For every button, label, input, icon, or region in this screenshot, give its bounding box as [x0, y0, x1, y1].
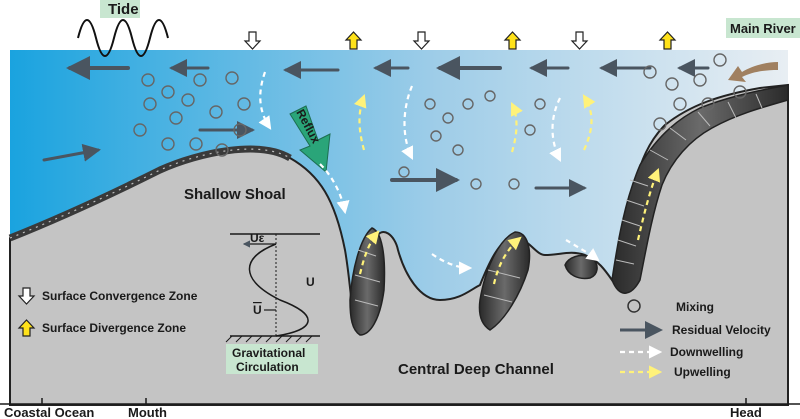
- convergence-markers: [243, 31, 589, 50]
- divergence-marker-3: [658, 31, 677, 50]
- mixing-swirl-icon: [534, 98, 546, 110]
- tide-label-box: [100, 0, 140, 18]
- mixing-swirl-icon: [141, 73, 155, 87]
- axis-label-head: Head: [730, 405, 762, 419]
- downwelling-arrow: [401, 85, 414, 160]
- mixing-legend-icon: [627, 299, 641, 313]
- upwelling-arrows: [353, 93, 661, 285]
- downwelling-arrow: [258, 71, 272, 130]
- residual-arrow: [42, 143, 101, 162]
- mixing-swirl-icon: [424, 98, 436, 110]
- divergence-marker-2: [503, 31, 522, 50]
- mixing-swirl-icon: [643, 65, 657, 79]
- inset-u-label: U: [306, 275, 315, 289]
- tide-wave-icon: [77, 19, 169, 57]
- mixing-swirl-icon: [733, 85, 747, 99]
- convergence-marker-2: [412, 31, 431, 50]
- divergence-legend-icon: [17, 319, 36, 337]
- downwelling-arrow: [319, 163, 350, 215]
- axis-label-mouth: Mouth: [128, 405, 167, 419]
- main-river-label-box: [726, 18, 800, 38]
- shoal-rim: [8, 145, 292, 242]
- mixing-swirl-icon: [181, 93, 195, 107]
- mixing-swirl-icon: [237, 97, 251, 111]
- mixing-swirl-icon: [693, 73, 707, 87]
- main-river-label: Main River: [730, 21, 796, 36]
- ridge-2: [478, 231, 531, 331]
- tide-label: Tide: [108, 1, 139, 18]
- inset-caption-line1: Gravitational: [232, 346, 305, 360]
- mixing-swirl-icon: [462, 98, 474, 110]
- mixing-swirl-icon: [524, 124, 536, 136]
- river-inflow-arrow: [728, 62, 778, 82]
- mixing-swirl-icon: [430, 130, 442, 142]
- mixing-swirl-icon: [209, 105, 223, 119]
- gravitational-circulation-inset: [225, 233, 320, 343]
- mixing-swirl-icon: [713, 53, 727, 67]
- mixing-swirl-icon: [470, 178, 482, 190]
- mixing-swirl-icon: [653, 117, 667, 131]
- convergence-legend-icon: [17, 287, 36, 305]
- mixing-swirl-icon: [233, 123, 247, 137]
- mixing-swirl-icon: [169, 111, 183, 125]
- mixing-swirl-icon: [484, 90, 496, 102]
- central-deep-channel-label: Central Deep Channel: [398, 361, 554, 378]
- upwelling-arrow: [636, 167, 661, 241]
- mixing-swirl-icon: [508, 178, 520, 190]
- mixing-swirl-icon: [143, 97, 157, 111]
- ridge-head: [611, 84, 789, 294]
- mixing-swirl-icon: [673, 97, 687, 111]
- mixing-swirl-icon: [161, 137, 175, 151]
- upwelling-arrow: [510, 102, 523, 153]
- mixing-swirl-icon: [452, 144, 464, 156]
- convergence-marker-1: [243, 31, 262, 50]
- convergence-marker-3: [570, 31, 589, 50]
- axis-label-coastal-ocean: Coastal Ocean: [4, 405, 94, 419]
- residual-legend-label: Residual Velocity: [672, 323, 771, 337]
- mixing-swirl-icon: [161, 85, 175, 99]
- upwelling-legend-label: Upwelling: [674, 365, 731, 379]
- mixing-swirl-icon: [215, 143, 229, 157]
- mixing-legend-label: Mixing: [676, 300, 714, 314]
- downwelling-arrow: [431, 253, 473, 275]
- velocity-profile-curve: [248, 243, 309, 337]
- ridge-1: [349, 227, 386, 336]
- mixing-swirl-icon: [225, 71, 239, 85]
- downwelling-arrow: [565, 239, 600, 262]
- mixing-swirl-icon: [193, 73, 207, 87]
- mixing-swirls: [133, 53, 747, 190]
- downwelling-arrows: [258, 71, 600, 275]
- mixing-swirl-icon: [701, 97, 715, 111]
- mixing-swirl-icon: [665, 77, 679, 91]
- mixing-swirl-icon: [133, 123, 147, 137]
- inset-ubar-label: U: [253, 303, 262, 317]
- divergence-markers: [344, 31, 677, 50]
- ridge-hatching: [354, 93, 763, 307]
- upwelling-arrow: [353, 93, 367, 151]
- residual-velocity-arrows: [42, 56, 710, 197]
- mixing-swirl-icon: [398, 166, 410, 178]
- upwelling-arrow: [492, 236, 522, 285]
- inset-caption-line2: Circulation: [236, 360, 299, 374]
- divergence-legend-label: Surface Divergence Zone: [42, 321, 186, 335]
- downwelling-arrow: [549, 97, 561, 162]
- downwelling-legend-label: Downwelling: [670, 345, 743, 359]
- divergence-marker-1: [344, 31, 363, 50]
- mixing-swirl-icon: [442, 112, 454, 124]
- reflux-arrow: [289, 105, 331, 173]
- inset-ue-label: Uε: [250, 231, 265, 245]
- upwelling-arrow: [358, 230, 380, 275]
- upwelling-arrow: [582, 94, 596, 151]
- inset-caption-box: [226, 344, 318, 374]
- convergence-legend-label: Surface Convergence Zone: [42, 289, 198, 303]
- mixing-swirl-icon: [189, 137, 203, 151]
- shallow-shoal-label: Shallow Shoal: [184, 186, 286, 203]
